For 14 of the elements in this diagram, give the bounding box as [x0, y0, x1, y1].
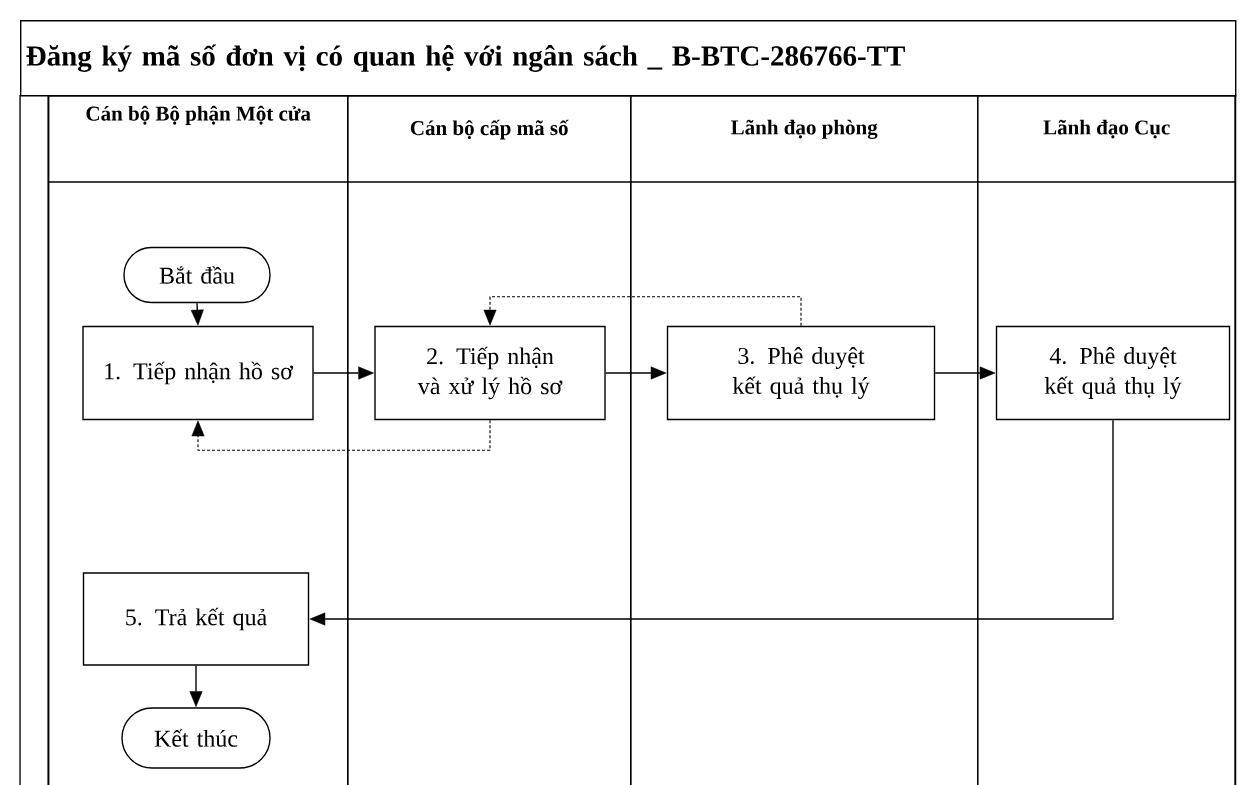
arrow: [309, 419, 1114, 626]
arrow: [190, 302, 204, 326]
arrow: [934, 366, 996, 380]
arrow: [191, 419, 491, 451]
process-box: 5. Trả kết quả: [82, 572, 310, 666]
process-box: 1. Tiếp nhận hồ sơ: [82, 325, 314, 421]
arrow: [313, 366, 374, 380]
process-box: 2. Tiếp nhận và xử lý hồ sơ: [374, 325, 606, 421]
arrow: [605, 366, 667, 380]
arrow: [483, 296, 802, 327]
process-box: 3. Phê duyệt kết quả thụ lý: [666, 325, 936, 421]
process-box: 4. Phê duyệt kết quả thụ lý: [995, 325, 1231, 421]
title-box: Đăng ký mã số đơn vị có quan hệ với ngân sách _ B-BTC-286766-TT: [20, 20, 1237, 97]
arrow: [189, 665, 203, 707]
